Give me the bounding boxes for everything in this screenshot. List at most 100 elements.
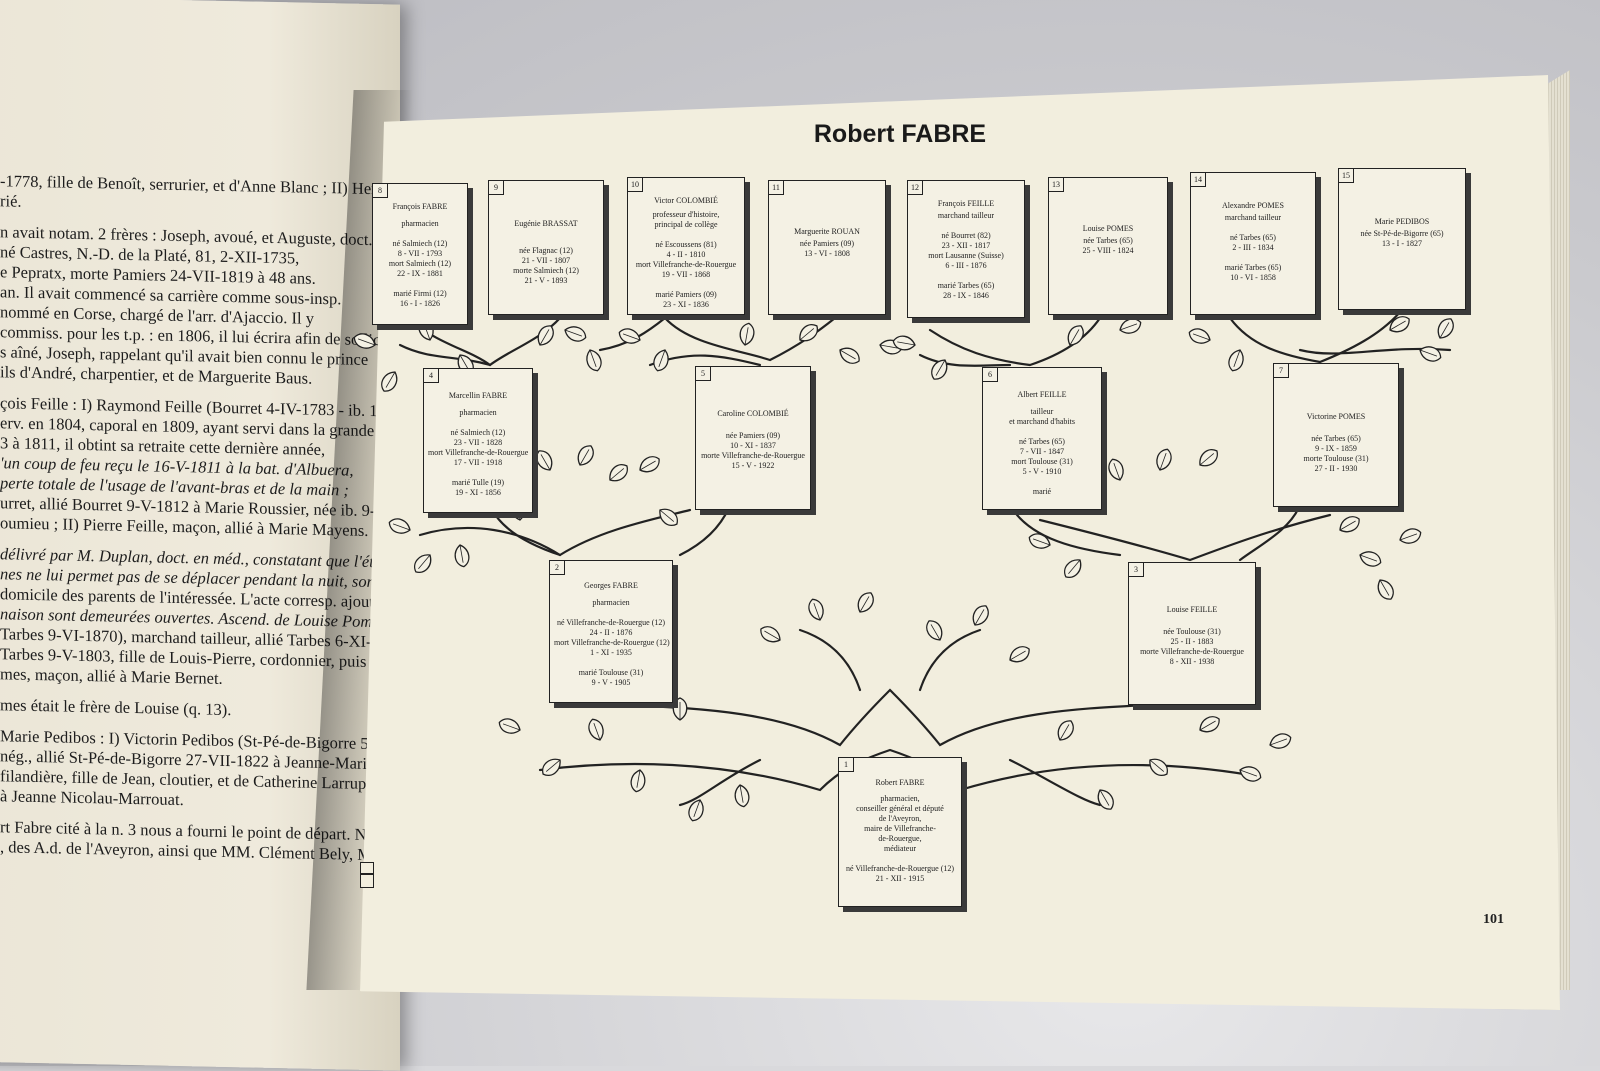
- detail-line: née Pamiers (09): [799, 239, 855, 248]
- detail-line: [632, 280, 740, 290]
- person-box-6: 6 Albert FEILLE tailleur et marchand d'h…: [982, 367, 1102, 510]
- person-name: Alexandre POMES: [1222, 201, 1284, 210]
- detail-line: née Flagnac (12): [519, 246, 573, 255]
- person-number: 1: [839, 758, 854, 772]
- detail-line: 13 - I - 1827: [1382, 239, 1422, 248]
- detail-line: pharmacien: [592, 598, 630, 607]
- page-number: 101: [1483, 912, 1504, 927]
- person-name: Eugénie BRASSAT: [514, 219, 578, 228]
- detail-line: 24 - II - 1876: [589, 628, 633, 637]
- person-number: 2: [550, 561, 565, 575]
- detail-line: marchand tailleur: [937, 211, 995, 220]
- person-details: née Pamiers (09) 10 - XI - 1837 morte Vi…: [700, 421, 806, 471]
- detail-line: [428, 418, 528, 428]
- detail-line: pharmacien: [459, 408, 497, 417]
- person-box-1: 1 Robert FABRE pharmacien, conseiller gé…: [838, 757, 962, 907]
- detail-line: 8 - XII - 1938: [1169, 657, 1215, 666]
- person-number: 3: [1129, 563, 1144, 577]
- detail-line: 16 - I - 1826: [400, 299, 440, 308]
- person-box-15: 15 Marie PEDIBOS née St-Pé-de-Bigorre (6…: [1338, 168, 1466, 310]
- detail-line: né Escoussens (81): [655, 240, 717, 249]
- person-number: 11: [769, 181, 784, 195]
- person-details: professeur d'histoire, principal de coll…: [632, 210, 740, 310]
- detail-line: morte Villefranche-de-Rouergue: [1140, 647, 1244, 656]
- person-number: 10: [628, 178, 643, 192]
- person-name: Caroline COLOMBIÉ: [717, 409, 789, 418]
- detail-line: 28 - IX - 1846: [943, 291, 989, 300]
- person-details: née Pamiers (09) 13 - VI - 1808: [773, 239, 881, 259]
- page-title: Robert FABRE: [813, 120, 987, 148]
- detail-line: 6 - III - 1876: [945, 261, 987, 270]
- person-box-9: 9 Eugénie BRASSAT née Flagnac (12) 21 - …: [488, 180, 604, 315]
- detail-line: 21 - V - 1893: [524, 276, 568, 285]
- person-details: née Toulouse (31) 25 - II - 1883 morte V…: [1133, 617, 1251, 667]
- detail-line: [428, 468, 528, 478]
- detail-line: née Tarbes (65): [1083, 236, 1133, 245]
- detail-line: 15 - V - 1922: [731, 461, 775, 470]
- person-number: 6: [983, 368, 998, 382]
- person-box-11: 11 Marguerite ROUAN née Pamiers (09) 13 …: [768, 180, 886, 315]
- person-box-10: 10 Victor COLOMBIÉ professeur d'histoire…: [627, 177, 745, 315]
- detail-line: 23 - XII - 1817: [941, 241, 991, 250]
- person-box-3: 3 Louise FEILLE née Toulouse (31) 25 - I…: [1128, 562, 1256, 705]
- detail-line: pharmacien,: [880, 794, 920, 803]
- detail-line: [1195, 253, 1311, 263]
- detail-line: marchand tailleur: [1224, 213, 1282, 222]
- detail-line: de-Rouergue,: [878, 834, 922, 843]
- detail-line: [843, 854, 957, 864]
- detail-line: 23 - XI - 1836: [663, 300, 709, 309]
- detail-line: morte Villefranche-de-Rouergue: [701, 451, 805, 460]
- person-details: marchand tailleur né Tarbes (65) 2 - III…: [1195, 213, 1311, 283]
- detail-line: 1 - XI - 1935: [590, 648, 632, 657]
- detail-line: tailleur: [1030, 407, 1054, 416]
- person-name: Albert FEILLE: [1017, 390, 1067, 399]
- person-details: pharmacien, conseiller général et député…: [843, 794, 957, 884]
- person-name: Victor COLOMBIÉ: [654, 196, 718, 205]
- person-box-8: 8 François FABRE pharmacien né Salmiech …: [372, 183, 468, 325]
- person-details: née Flagnac (12) 21 - VII - 1807 morte S…: [493, 236, 599, 286]
- detail-line: [987, 477, 1097, 487]
- person-name: Victorine POMES: [1306, 412, 1366, 421]
- person-box-5: 5 Caroline COLOMBIÉ née Pamiers (09) 10 …: [695, 366, 811, 510]
- detail-line: [700, 421, 806, 431]
- detail-line: marié: [1032, 487, 1052, 496]
- person-name: Georges FABRE: [584, 581, 638, 590]
- detail-line: [912, 271, 1020, 281]
- person-details: née St-Pé-de-Bigorre (65) 13 - I - 1827: [1343, 229, 1461, 249]
- detail-line: marié Pamiers (09): [655, 290, 717, 299]
- detail-line: [1195, 223, 1311, 233]
- detail-line: né Salmiech (12): [450, 428, 506, 437]
- detail-line: 27 - II - 1930: [1314, 464, 1358, 473]
- detail-line: [554, 658, 668, 668]
- detail-line: 19 - VII - 1868: [661, 270, 711, 279]
- detail-line: pharmacien: [401, 219, 439, 228]
- detail-line: née Tarbes (65): [1311, 434, 1361, 443]
- detail-line: 25 - VIII - 1824: [1082, 246, 1134, 255]
- detail-line: mort Villefranche-de-Rouergue: [635, 260, 737, 269]
- detail-line: née Pamiers (09): [725, 431, 781, 440]
- detail-line: 21 - VII - 1807: [521, 256, 571, 265]
- detail-line: [912, 221, 1020, 231]
- person-box-14: 14 Alexandre POMES marchand tailleur né …: [1190, 172, 1316, 315]
- person-name: Marie PEDIBOS: [1374, 217, 1430, 226]
- detail-line: 10 - VI - 1858: [1230, 273, 1276, 282]
- detail-line: marié Tarbes (65): [1224, 263, 1282, 272]
- detail-line: [987, 427, 1097, 437]
- person-box-4: 4 Marcellin FABRE pharmacien né Salmiech…: [423, 368, 533, 513]
- detail-line: morte Salmiech (12): [513, 266, 579, 275]
- person-number: 8: [373, 184, 388, 198]
- detail-line: professeur d'histoire,: [652, 210, 720, 219]
- person-details: marchand tailleur né Bourret (82) 23 - X…: [912, 211, 1020, 301]
- detail-line: [1278, 424, 1394, 434]
- person-name: Louise POMES: [1082, 224, 1134, 233]
- detail-line: 7 - VII - 1847: [1019, 447, 1065, 456]
- person-details: pharmacien né Villefranche-de-Rouergue (…: [554, 598, 670, 688]
- detail-line: 2 - III - 1834: [1232, 243, 1274, 252]
- detail-line: 4 - II - 1810: [666, 250, 706, 259]
- detail-line: marié Tulle (19): [452, 478, 504, 487]
- detail-line: 25 - II - 1883: [1170, 637, 1214, 646]
- detail-line: marié Toulouse (31): [578, 668, 644, 677]
- person-number: 12: [908, 181, 923, 195]
- detail-line: mort Villefranche-de-Rouergue: [428, 448, 529, 457]
- person-name: François FABRE: [392, 202, 448, 211]
